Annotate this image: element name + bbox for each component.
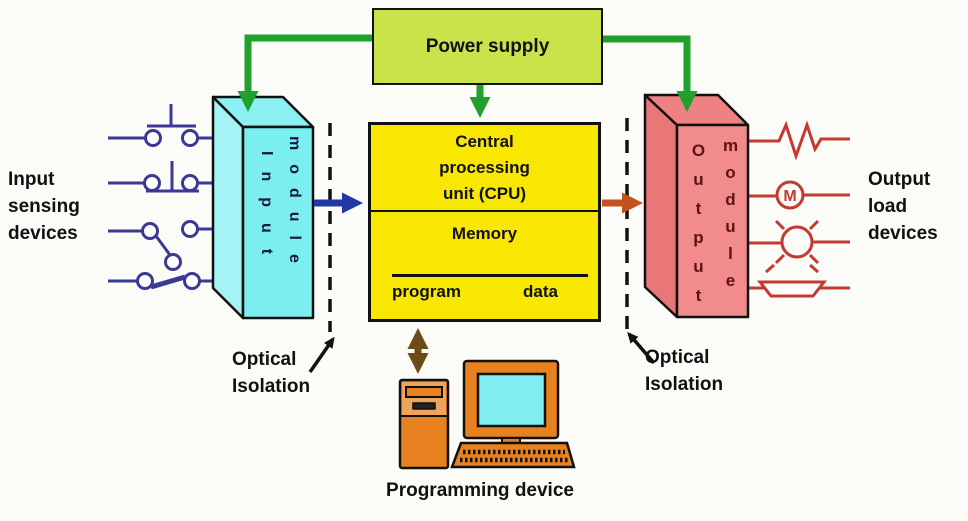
output-devices-line1: Output [868,169,931,190]
optical-right-pointer-arrow [627,331,656,365]
input-module-word-module: module [286,136,303,277]
motor-icon [748,180,850,210]
optical-left-line1: Optical [232,349,297,370]
cpu-title-line3: unit (CPU) [442,183,527,203]
cpu-title-line1: Central [455,131,514,151]
input-module-word-input: Input [258,151,275,271]
input-devices-line1: Input [8,169,55,190]
output-load-lines [748,120,850,298]
monitor-icon [462,359,560,445]
output-module-word-module: module [721,136,740,298]
power-supply-label: Power supply [425,35,550,57]
optical-isolation-right-label: Optical Isolation [645,344,723,398]
output-module-word-output: Output [689,141,708,315]
resistor-icon [748,120,850,161]
memory-data-label: data [523,282,558,301]
cpu-title-line2: processing [439,157,530,177]
optical-left-pointer-arrow [308,336,335,374]
memory-label: Memory [451,224,518,243]
programming-device-label: Programming device [386,480,574,501]
motor-letter: M [783,188,796,205]
output-load-devices-label: Output load devices [868,166,938,247]
input-sensing-devices-label: Input sensing devices [8,166,80,247]
cpu-box: Central processing unit (CPU) Memory pro… [368,122,601,322]
memory-divider [392,274,588,277]
power-supply-box: Power supply [372,8,603,85]
cpu-title: Central processing unit (CPU) [371,125,598,212]
output-devices-line3: devices [868,223,938,244]
switch-contact-circles [136,129,201,290]
tower-pc-icon [398,378,450,470]
horn-icon [748,263,850,298]
input-devices-line3: devices [8,223,78,244]
optical-left-line2: Isolation [232,376,311,397]
lamp-icon [748,219,850,265]
optical-isolation-left-label: Optical Isolation [232,346,310,400]
memory-section: Memory program data [371,224,598,330]
input-devices-line2: sensing [8,196,80,217]
output-devices-line2: load [868,196,908,217]
optical-right-line2: Isolation [645,374,724,395]
memory-program-label: program [392,282,461,301]
optical-right-line1: Optical [645,347,710,368]
power-to-output-arrow [603,35,698,112]
power-to-input-arrow [237,34,375,112]
keyboard-icon [450,441,576,469]
